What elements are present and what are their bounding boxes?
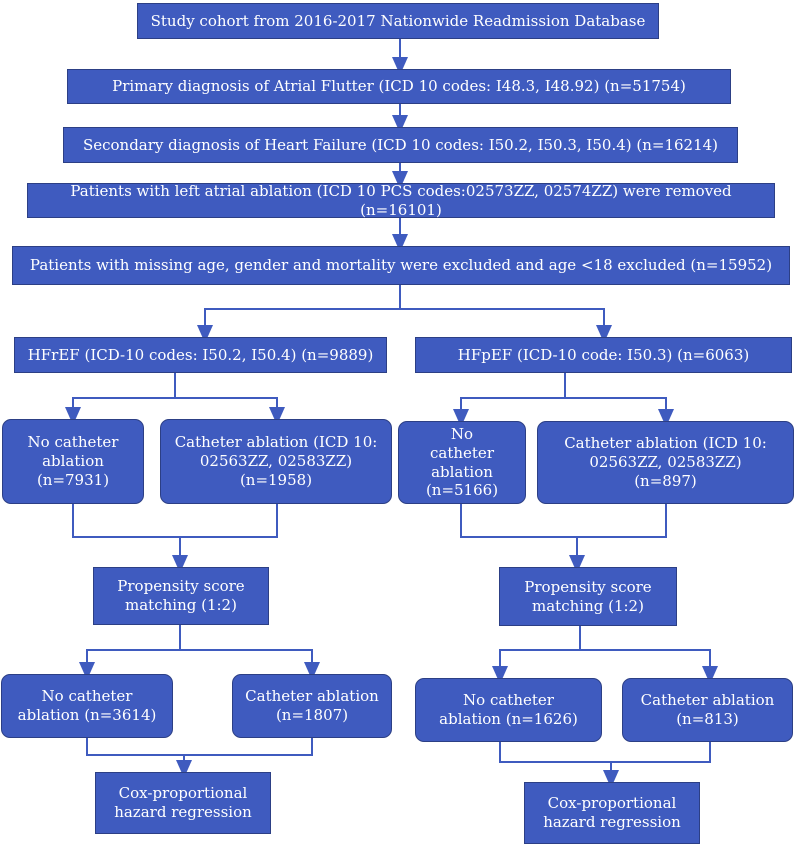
hfref-matched-yes-text: Catheter ablation (n=1807) — [245, 687, 379, 724]
cohort-text: Study cohort from 2016-2017 Nationwide R… — [150, 11, 646, 30]
hfpef-no-ablation-box: No catheter ablation (n=5166) — [398, 421, 526, 504]
hfref-matched-no-box: No catheter ablation (n=3614) — [1, 674, 173, 738]
missing-excluded-text: Patients with missing age, gender and mo… — [29, 256, 773, 275]
arrow-hfref-matched-yes — [180, 649, 320, 680]
hfref-psm-text: Propensity score matching (1:2) — [117, 577, 245, 614]
hfref-no-ablation-box: No catheter ablation (n=7931) — [2, 419, 144, 504]
hfpef-matched-yes-box: Catheter ablation (n=813) — [622, 678, 793, 742]
line-hfpef-cox-merge — [499, 742, 711, 763]
hfref-matched-yes-box: Catheter ablation (n=1807) — [232, 674, 392, 738]
hfpef-matched-yes-text: Catheter ablation (n=813) — [640, 691, 775, 728]
arrow-hfref-yes — [175, 397, 285, 425]
ablation-removed-box: Patients with left atrial ablation (ICD … — [27, 181, 775, 219]
hfpef-cox-text: Cox-proportional hazard regression — [543, 794, 681, 831]
hfref-no-ablation-text: No catheter ablation (n=7931) — [27, 433, 119, 489]
missing-excluded-box: Patients with missing age, gender and mo… — [12, 246, 790, 285]
arrow-hfpef-matched-yes — [580, 649, 718, 684]
hfpef-box: HFpEF (ICD-10 code: I50.3) (n=6063) — [415, 337, 792, 373]
hfref-box: HFrEF (ICD-10 codes: I50.2, I50.4) (n=98… — [14, 337, 387, 373]
hfref-ablation-box: Catheter ablation (ICD 10: 02563ZZ, 0258… — [160, 419, 392, 504]
arrow-to-hfpef — [400, 308, 612, 343]
arrow-to-hfref — [197, 285, 401, 343]
arrow-hfpef-yes — [565, 397, 674, 427]
arrow-hfpef-no — [453, 397, 565, 427]
line-hfref-cox-merge — [86, 738, 313, 756]
hfpef-psm-text: Propensity score matching (1:2) — [524, 577, 652, 615]
hfref-cox-text: Cox-proportional hazard regression — [114, 784, 252, 821]
hfpef-title: HFpEF (ICD-10 code: I50.3) (n=6063) — [457, 345, 750, 364]
hfpef-matched-no-box: No catheter ablation (n=1626) — [415, 678, 602, 742]
arrow-hfref-matched-no — [79, 649, 180, 680]
arrow-hfpef-matched-no — [492, 649, 580, 684]
hfref-cox-box: Cox-proportional hazard regression — [95, 772, 271, 834]
hfref-title: HFrEF (ICD-10 codes: I50.2, I50.4) (n=98… — [27, 345, 374, 364]
hfpef-psm-box: Propensity score matching (1:2) — [499, 567, 677, 626]
line-hfref-merge — [72, 504, 278, 538]
hfpef-ablation-text: Catheter ablation (ICD 10: 02563ZZ, 0258… — [564, 434, 767, 490]
secondary-dx-text: Secondary diagnosis of Heart Failure (IC… — [82, 135, 719, 154]
arrow-hfref-no — [65, 397, 175, 425]
line-hfpef-merge — [460, 504, 667, 538]
hfpef-ablation-box: Catheter ablation (ICD 10: 02563ZZ, 0258… — [537, 421, 794, 504]
hfref-matched-no-text: No catheter ablation (n=3614) — [17, 687, 157, 724]
hfref-psm-box: Propensity score matching (1:2) — [93, 567, 269, 625]
primary-dx-box: Primary diagnosis of Atrial Flutter (ICD… — [67, 69, 731, 104]
ablation-removed-text: Patients with left atrial ablation (ICD … — [70, 181, 732, 219]
hfpef-matched-no-text: No catheter ablation (n=1626) — [439, 691, 578, 728]
primary-dx-text: Primary diagnosis of Atrial Flutter (ICD… — [112, 77, 686, 96]
cohort-box: Study cohort from 2016-2017 Nationwide R… — [137, 3, 659, 39]
hfpef-no-ablation-text: No catheter ablation (n=5166) — [425, 425, 499, 500]
hfref-ablation-text: Catheter ablation (ICD 10: 02563ZZ, 0258… — [174, 433, 378, 489]
secondary-dx-box: Secondary diagnosis of Heart Failure (IC… — [63, 127, 738, 163]
hfpef-cox-box: Cox-proportional hazard regression — [524, 782, 700, 844]
